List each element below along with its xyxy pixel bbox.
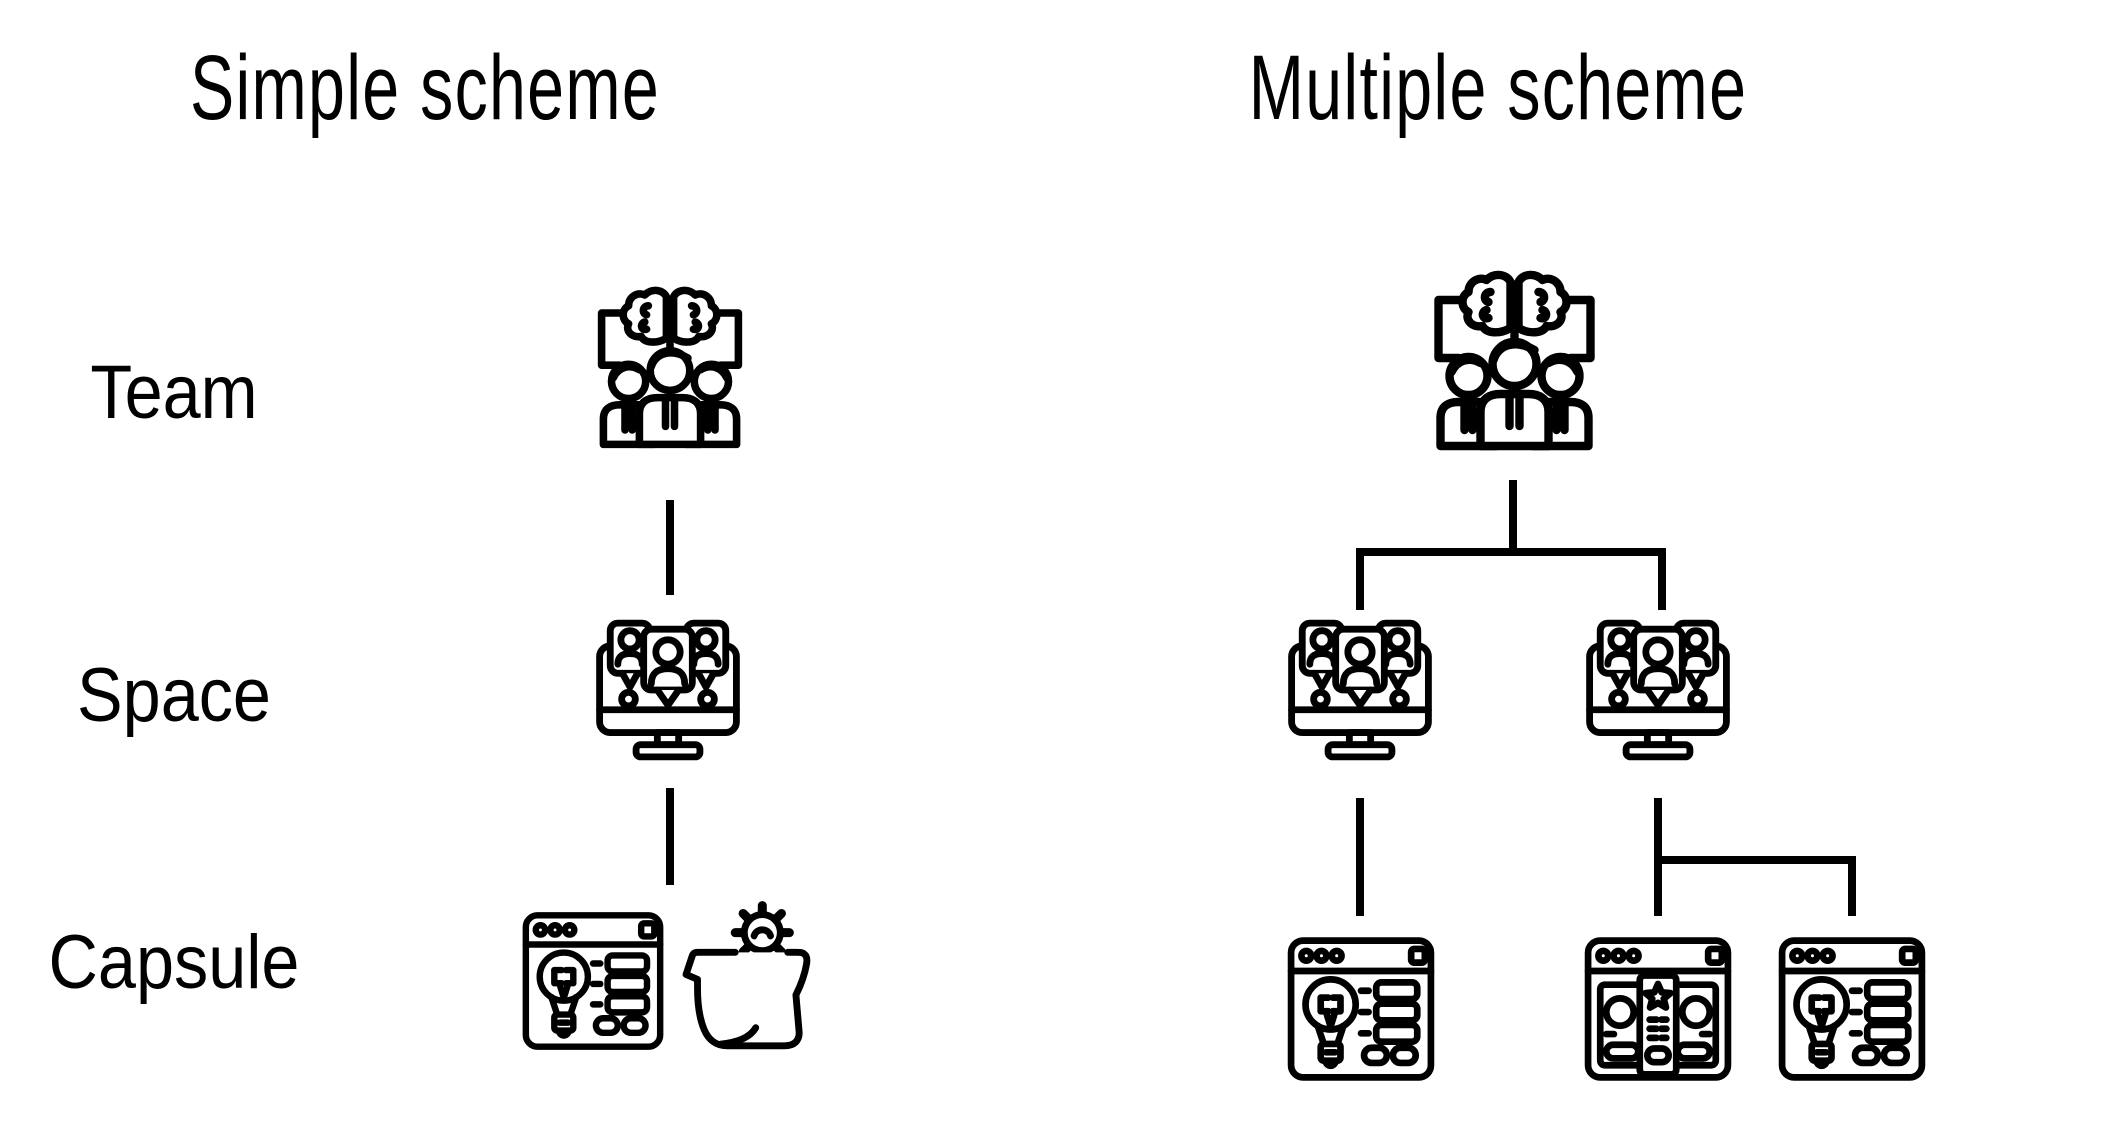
simple-scheme-title: Simple scheme (189, 37, 661, 139)
thinking-head-gear-icon (676, 890, 824, 1054)
space-monitor-icon (1582, 614, 1734, 766)
team-brainstorm-icon (1412, 270, 1617, 470)
multiple-scheme-title: Multiple scheme (1248, 37, 1748, 139)
branch-drop-space-1 (1356, 548, 1364, 610)
capsule-idea-browser-icon (518, 908, 668, 1054)
row-label-space: Space (77, 653, 271, 738)
branch-drop-capsule-3 (1848, 856, 1856, 916)
capsule-idea-browser-icon (1776, 926, 1928, 1092)
row-label-capsule: Capsule (48, 920, 300, 1005)
team-brainstorm-icon (578, 286, 762, 466)
connector-team-space (666, 500, 674, 595)
connector-space1-capsule1 (1356, 798, 1364, 916)
branch-space2-capsule3 (1654, 856, 1856, 864)
connector-space-capsule (666, 788, 674, 885)
branch-drop-space-2 (1658, 548, 1666, 610)
connector-team-branch (1509, 480, 1517, 550)
capsule-card-rating-browser-icon (1582, 926, 1734, 1092)
space-monitor-icon (592, 614, 744, 766)
branch-team-spaces (1356, 548, 1666, 556)
space-monitor-icon (1284, 614, 1436, 766)
capsule-idea-browser-icon (1285, 926, 1437, 1092)
row-label-team: Team (90, 350, 258, 435)
